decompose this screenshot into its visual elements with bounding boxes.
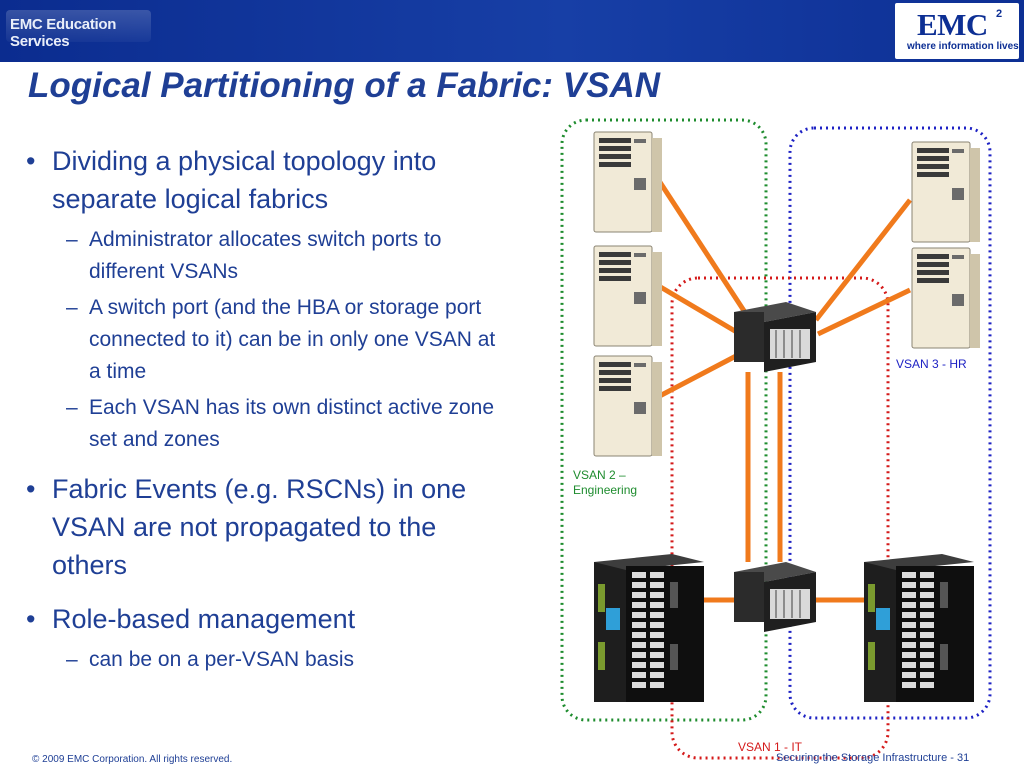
sub-bullet: – Each VSAN has its own distinct active … <box>26 392 496 456</box>
vsan2-label-line1: VSAN 2 – <box>573 468 626 482</box>
course-footer: Securing the Storage Infrastructure - 31 <box>776 752 969 764</box>
fc-switch-icon <box>733 561 817 633</box>
vsan1-label: VSAN 1 - IT <box>738 740 803 754</box>
bullet-3: • Role-based management <box>26 600 496 638</box>
dash-marker: – <box>66 228 78 251</box>
sub-bullet: – can be on a per-VSAN basis <box>26 644 496 676</box>
bullet-marker: • <box>26 604 36 634</box>
server-icon <box>911 141 981 243</box>
emc-logo-word: EMC <box>917 7 988 42</box>
page-number: - 31 <box>950 752 970 764</box>
emc-logo: EMC 2 where information lives <box>895 3 1019 59</box>
vsan2-label: VSAN 2 – Engineering <box>573 468 637 498</box>
bullet-text: Fabric Events (e.g. RSCNs) in one VSAN a… <box>52 474 467 580</box>
edu-services-logo: EMC Education Services <box>6 10 151 50</box>
course-title: Securing the Storage Infrastructure <box>776 752 948 764</box>
server-icon <box>911 247 981 349</box>
server-icon <box>593 355 663 457</box>
sub-bullet: – A switch port (and the HBA or storage … <box>26 292 496 388</box>
server-icon <box>593 131 663 233</box>
emc-tagline: where information lives <box>907 41 1019 52</box>
dash-marker: – <box>66 296 78 319</box>
bullet-list: • Dividing a physical topology into sepa… <box>26 142 496 680</box>
copyright-footer: © 2009 EMC Corporation. All rights reser… <box>32 754 233 765</box>
bullet-text: Role-based management <box>52 604 356 634</box>
storage-array-icon <box>594 554 704 702</box>
storage-array-icon <box>864 554 974 702</box>
header-bar: EMC Education Services EMC 2 where infor… <box>0 0 1024 62</box>
fc-switch-icon <box>733 301 817 373</box>
bullet-1: • Dividing a physical topology into sepa… <box>26 142 496 218</box>
bullet-text: Dividing a physical topology into separa… <box>52 146 437 214</box>
server-icon <box>593 245 663 347</box>
bullet-marker: • <box>26 146 36 176</box>
page-title: Logical Partitioning of a Fabric: VSAN <box>28 66 660 105</box>
dash-marker: – <box>66 396 78 419</box>
dash-marker: – <box>66 648 78 671</box>
fabric-links <box>649 168 912 603</box>
emc-logo-superscript: 2 <box>996 8 1003 20</box>
vsan-topology-diagram <box>560 118 992 760</box>
sub-bullet: – Administrator allocates switch ports t… <box>26 224 496 288</box>
edu-services-logo-text: EMC Education Services <box>10 16 117 50</box>
sub-bullet-text: Administrator allocates switch ports to … <box>89 228 442 283</box>
vsan3-label: VSAN 3 - HR <box>896 357 967 371</box>
sub-bullet-text: A switch port (and the HBA or storage po… <box>89 296 496 383</box>
sub-bullet-text: Each VSAN has its own distinct active zo… <box>89 396 495 451</box>
vsan2-boundary <box>560 118 768 722</box>
bullet-marker: • <box>26 474 36 504</box>
vsan2-label-line2: Engineering <box>573 483 638 497</box>
bullet-2: • Fabric Events (e.g. RSCNs) in one VSAN… <box>26 470 496 584</box>
sub-bullet-text: can be on a per-VSAN basis <box>89 648 354 671</box>
